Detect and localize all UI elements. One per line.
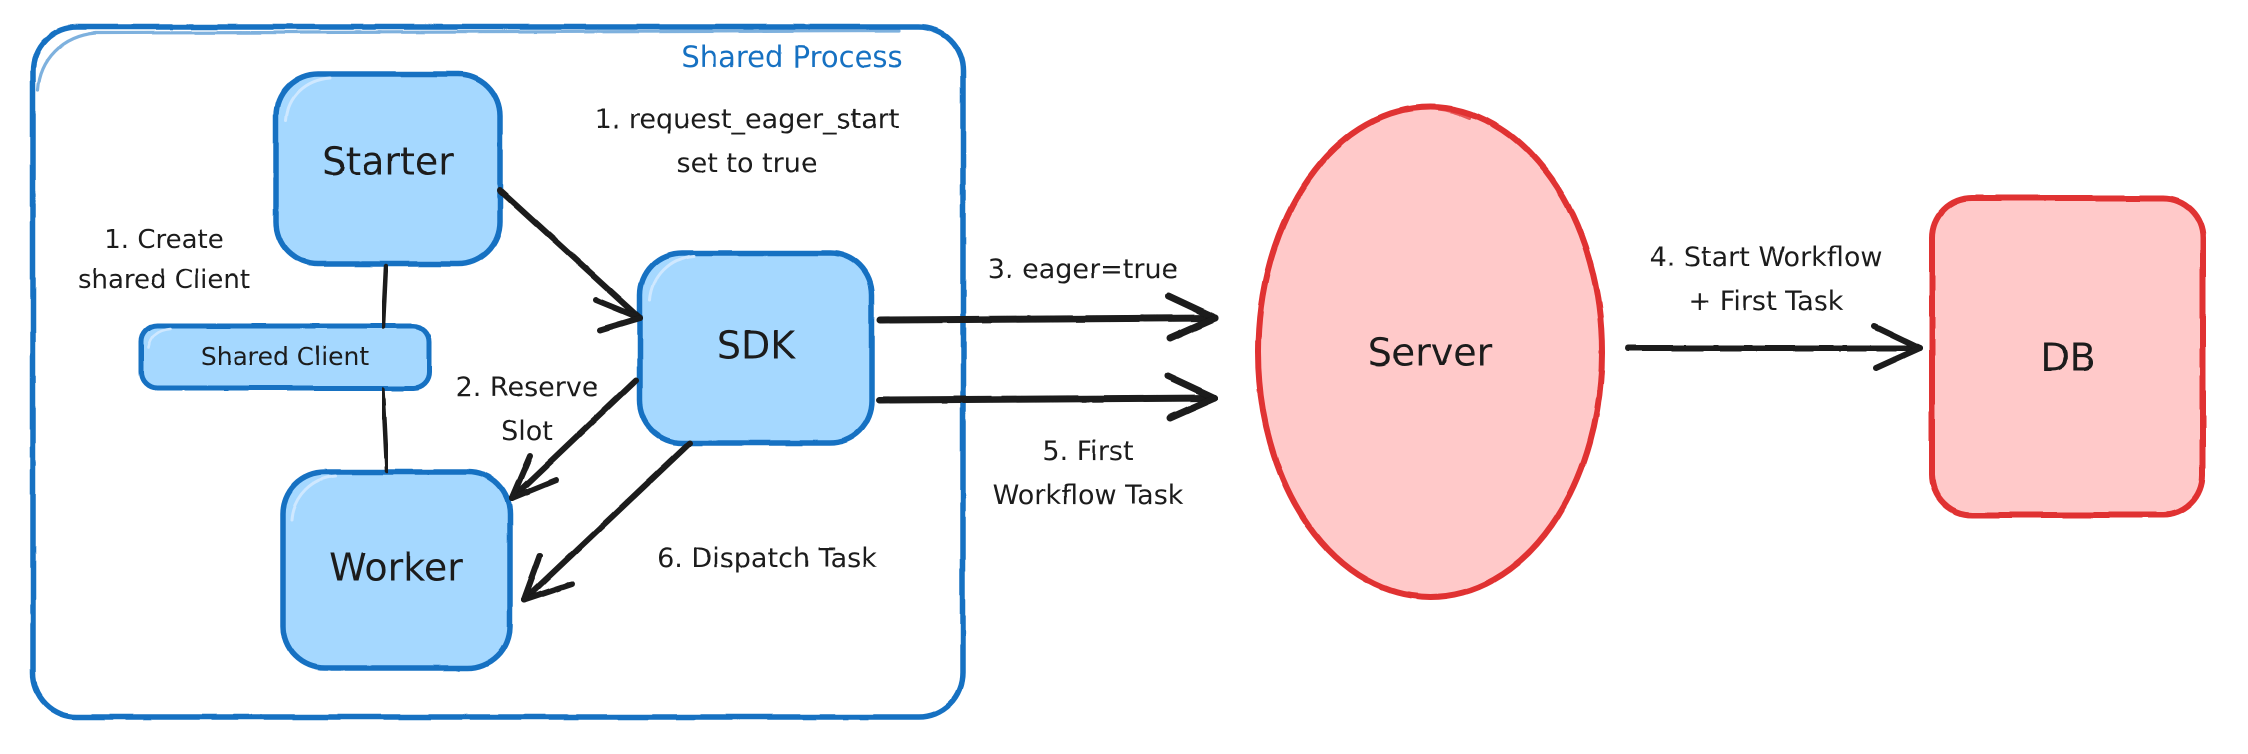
label-first-workflow-task-line2: Workflow Task — [993, 480, 1184, 511]
shared-client-label: Shared Client — [201, 342, 370, 371]
server-label: Server — [1368, 331, 1493, 375]
node-sdk[interactable]: SDK — [637, 250, 875, 446]
edge-first-workflow-task — [876, 372, 1219, 422]
label-dispatch-task-line1: 6. Dispatch Task — [657, 543, 877, 574]
shared-client-box — [138, 323, 432, 391]
worker-box — [280, 469, 513, 671]
edge-start-workflow-first-task — [1625, 323, 1923, 371]
edge-reserve-slot — [509, 377, 639, 501]
label-start-workflow-first-task-line2: + First Task — [1689, 286, 1844, 317]
sdk-label: SDK — [717, 324, 796, 368]
db-label: DB — [2040, 336, 2095, 380]
edge-create-shared-client — [380, 263, 390, 474]
label-eager-true: 3. eager=true — [988, 254, 1178, 285]
db-box — [1929, 195, 2206, 518]
arrowhead-upper-request-eager-start — [593, 297, 643, 321]
arrowhead-upper-start-workflow-first-task — [1871, 323, 1923, 351]
sdk-highlight — [648, 254, 696, 302]
label-create-shared-client: 1. Create shared Client — [78, 225, 250, 295]
label-create-shared-client-line1: 1. Create — [104, 225, 223, 255]
arrowhead-lower-first-workflow-task — [1166, 394, 1219, 422]
arrowhead-upper-dispatch-task — [521, 581, 575, 603]
label-request-eager-start-line2: set to true — [677, 148, 818, 179]
worker-label: Worker — [329, 546, 463, 590]
edge-dispatch-task — [521, 440, 693, 603]
shared-process-border — [30, 24, 966, 720]
node-starter[interactable]: Starter — [273, 71, 503, 267]
node-worker[interactable]: Worker — [280, 469, 513, 671]
arrowhead-lower-reserve-slot — [509, 453, 533, 501]
shared-process-container — [30, 24, 966, 720]
shared-client-highlight — [146, 327, 172, 350]
edge-request-eager-start — [497, 187, 643, 333]
label-dispatch-task: 6. Dispatch Task — [657, 543, 877, 574]
label-first-workflow-task: 5. First Workflow Task — [993, 436, 1184, 511]
arrowhead-upper-first-workflow-task — [1164, 372, 1219, 402]
arrowhead-lower-request-eager-start — [597, 315, 643, 333]
label-start-workflow-first-task-line1: 4. Start Workflow — [1650, 242, 1883, 273]
arrow-shaft-dispatch-task — [521, 440, 693, 603]
arrowhead-upper-reserve-slot — [509, 477, 559, 501]
arrow-shaft-first-workflow-task — [876, 394, 1219, 404]
arrow-shaft-request-eager-start — [497, 187, 643, 321]
node-server[interactable]: Server — [1255, 104, 1605, 600]
arrowhead-upper-eager-true — [1164, 292, 1219, 322]
label-reserve-slot-line2: Slot — [501, 416, 553, 447]
node-shared-client[interactable]: Shared Client — [138, 323, 432, 391]
shared-process-label: Shared Process — [681, 40, 902, 74]
label-request-eager-start: 1. request_eager_start set to true — [595, 104, 900, 179]
arrow-shaft-reserve-slot — [509, 377, 639, 501]
starter-highlight — [284, 76, 332, 122]
arrowhead-lower-eager-true — [1166, 314, 1219, 342]
server-ellipse-sketch-overlay — [1396, 106, 1472, 120]
label-start-workflow-first-task: 4. Start Workflow + First Task — [1650, 242, 1883, 317]
line-starter-to-shared-client — [380, 263, 389, 330]
label-reserve-slot-line1: 2. Reserve — [456, 372, 599, 403]
starter-label: Starter — [322, 140, 454, 184]
node-db[interactable]: DB — [1929, 195, 2206, 518]
arrowhead-lower-start-workflow-first-task — [1873, 345, 1923, 371]
sdk-box — [637, 250, 875, 446]
shared-process-border-sketch-overlay — [36, 29, 902, 92]
arrowhead-lower-dispatch-task — [521, 553, 543, 603]
label-reserve-slot: 2. Reserve Slot — [456, 372, 599, 447]
label-first-workflow-task-line1: 5. First — [1042, 436, 1133, 467]
arrow-shaft-eager-true — [876, 314, 1219, 324]
label-request-eager-start-line1: 1. request_eager_start — [595, 104, 900, 135]
edge-eager-true — [876, 292, 1219, 342]
label-create-shared-client-line2: shared Client — [78, 265, 250, 295]
worker-highlight — [290, 474, 338, 522]
starter-box — [273, 71, 503, 267]
label-eager-true-line1: 3. eager=true — [988, 254, 1178, 285]
line-shared-client-to-worker — [380, 386, 390, 474]
